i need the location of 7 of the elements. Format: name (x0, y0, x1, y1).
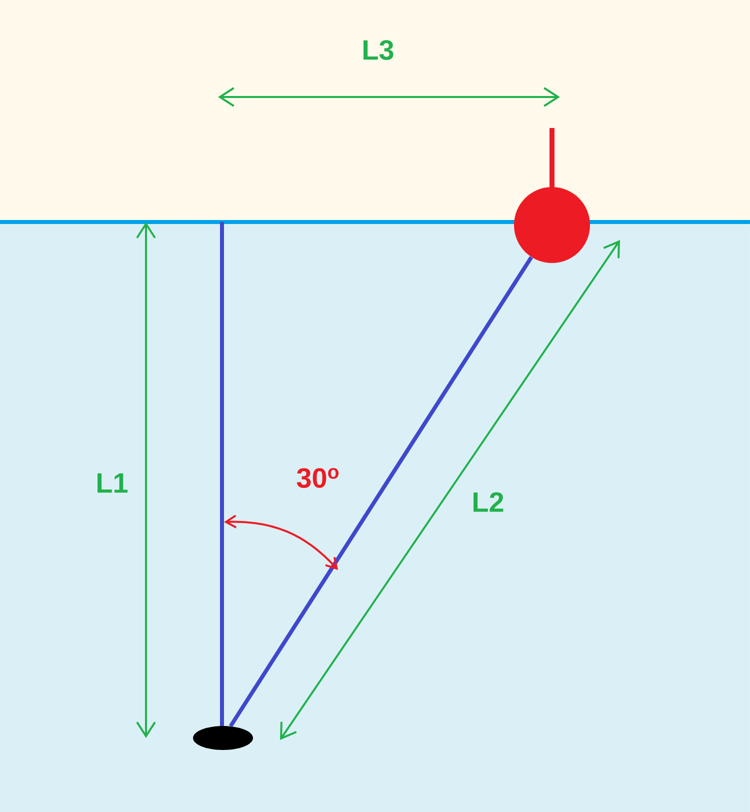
dimension-label: L3 (364, 40, 394, 60)
float (514, 187, 590, 263)
fishing-line (228, 256, 534, 728)
sinker (193, 726, 253, 750)
angle-label: 30$^{o}$ (296, 468, 339, 488)
dimension-label: L2 (474, 492, 504, 512)
dimension-label: L1 (98, 473, 128, 493)
